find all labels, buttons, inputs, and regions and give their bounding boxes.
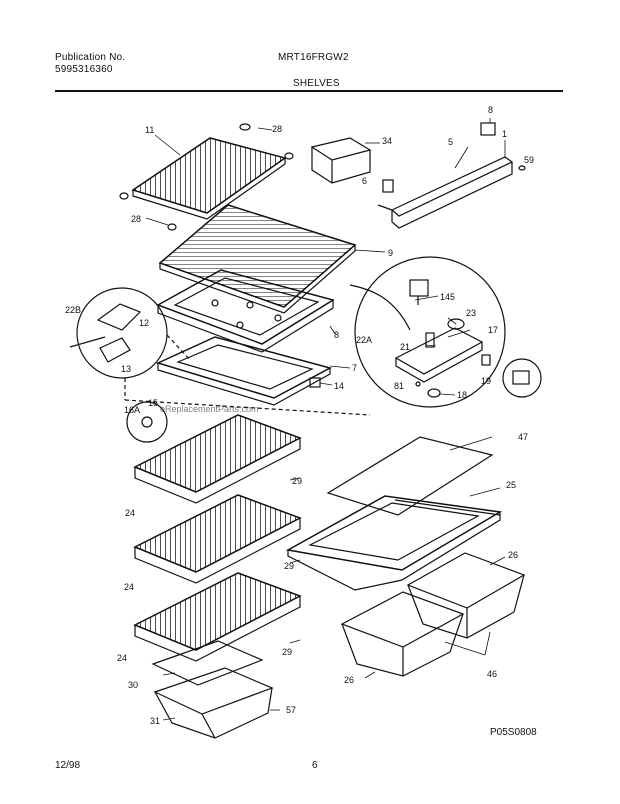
detail-circle-right bbox=[349, 256, 542, 408]
wire-shelf-11 bbox=[131, 137, 287, 220]
callout-30: 30 bbox=[128, 680, 138, 690]
callout-6: 6 bbox=[362, 176, 367, 186]
publication-number: 5995316360 bbox=[55, 64, 113, 75]
watermark: eReplacementParts.com bbox=[160, 404, 259, 414]
callout-17: 17 bbox=[488, 325, 498, 335]
callout-29-c: 29 bbox=[282, 647, 292, 657]
crisper-frame-25 bbox=[285, 495, 503, 591]
callout-8-mid: 8 bbox=[334, 330, 339, 340]
callout-59: 59 bbox=[524, 155, 534, 165]
callout-29-b: 29 bbox=[284, 561, 294, 571]
footer-page: 6 bbox=[312, 760, 318, 771]
callout-12: 12 bbox=[139, 318, 149, 328]
publication-label: Publication No. bbox=[55, 52, 126, 63]
callout-19: 19 bbox=[481, 376, 491, 386]
frame-7 bbox=[155, 336, 333, 406]
callout-145: 145 bbox=[440, 292, 455, 302]
callout-8-top: 8 bbox=[488, 105, 493, 115]
shelf-9 bbox=[158, 204, 357, 314]
callout-14: 14 bbox=[334, 381, 344, 391]
crisper-drawer-26-right bbox=[406, 552, 526, 639]
detail-circle-left bbox=[69, 287, 371, 416]
callout-81: 81 bbox=[394, 381, 404, 391]
detail-circle-16a bbox=[126, 401, 168, 443]
callout-11: 11 bbox=[145, 125, 154, 135]
callout-13: 13 bbox=[121, 364, 131, 374]
callout-57: 57 bbox=[286, 705, 296, 715]
callout-47: 47 bbox=[518, 432, 528, 442]
frame-8 bbox=[156, 269, 335, 353]
glass-panel-47 bbox=[326, 436, 494, 516]
callout-15: 15 bbox=[148, 398, 158, 408]
callout-9: 9 bbox=[388, 248, 393, 258]
crisper-pan-31 bbox=[151, 640, 274, 739]
model-number: MRT16FRGW2 bbox=[278, 52, 349, 63]
callout-24-a: 24 bbox=[125, 508, 135, 518]
callout-23: 23 bbox=[466, 308, 476, 318]
callout-34: 34 bbox=[382, 136, 392, 146]
wire-shelf-29b bbox=[133, 494, 302, 584]
callout-16a: 16A bbox=[124, 405, 140, 415]
header-rule bbox=[55, 90, 563, 92]
callout-25: 25 bbox=[506, 480, 516, 490]
callout-26-left: 26 bbox=[344, 675, 354, 685]
callout-28-bottom: 28 bbox=[131, 214, 141, 224]
callout-7: 7 bbox=[352, 363, 357, 373]
callout-22a: 22A bbox=[356, 335, 372, 345]
callout-29-a: 29 bbox=[292, 476, 302, 486]
callout-31: 31 bbox=[150, 716, 160, 726]
callout-5: 5 bbox=[448, 137, 453, 147]
footer-date: 12/98 bbox=[55, 760, 81, 771]
callout-18: 18 bbox=[457, 390, 467, 400]
callout-1: 1 bbox=[502, 129, 507, 139]
callout-21: 21 bbox=[400, 342, 410, 352]
callout-24-c: 24 bbox=[117, 653, 127, 663]
section-title: SHELVES bbox=[293, 78, 340, 89]
diagram-code: P05S0808 bbox=[490, 727, 537, 738]
rail-5 bbox=[377, 122, 526, 229]
callout-22b: 22B bbox=[65, 305, 81, 315]
callout-46: 46 bbox=[487, 669, 497, 679]
crisper-drawer-26-left bbox=[340, 591, 465, 677]
wire-shelf-29c bbox=[133, 572, 302, 662]
small-bin-34 bbox=[310, 137, 372, 184]
callout-24-b: 24 bbox=[124, 582, 134, 592]
callout-28-top: 28 bbox=[272, 124, 282, 134]
callout-26-right: 26 bbox=[508, 550, 518, 560]
wire-shelf-29a bbox=[133, 414, 302, 504]
